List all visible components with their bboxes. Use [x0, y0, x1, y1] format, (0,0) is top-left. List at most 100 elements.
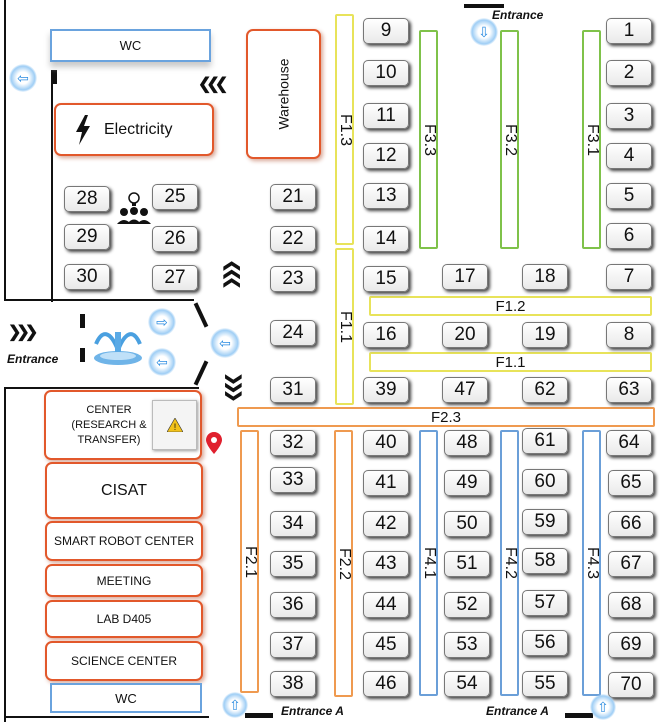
- arrow-icon: ⇨: [148, 308, 176, 336]
- booth-21[interactable]: 21: [270, 184, 316, 210]
- wall-horizontal-upper: [4, 299, 194, 301]
- wall-inner-vertical: [51, 70, 53, 302]
- booth-36[interactable]: 36: [270, 592, 316, 618]
- entrance-bottom-right-label: Entrance A: [486, 704, 549, 718]
- booth-67[interactable]: 67: [608, 551, 654, 577]
- booth-1[interactable]: 1: [606, 18, 652, 44]
- booth-40[interactable]: 40: [363, 430, 409, 456]
- warehouse-room: Warehouse: [246, 29, 321, 159]
- diag-wall-2: [193, 360, 209, 386]
- booth-44[interactable]: 44: [363, 592, 409, 618]
- booth-60[interactable]: 60: [522, 469, 568, 495]
- booth-27[interactable]: 27: [152, 265, 198, 291]
- booth-24[interactable]: 24: [270, 320, 316, 346]
- booth-61[interactable]: 61: [522, 428, 568, 454]
- booth-42[interactable]: 42: [363, 511, 409, 537]
- booth-46[interactable]: 46: [363, 671, 409, 697]
- booth-20[interactable]: 20: [442, 322, 488, 348]
- booth-39[interactable]: 39: [363, 377, 409, 403]
- booth-6[interactable]: 6: [606, 223, 652, 249]
- booth-28[interactable]: 28: [64, 186, 110, 212]
- booth-2[interactable]: 2: [606, 60, 652, 86]
- fountain-icon: [94, 332, 142, 365]
- diag-wall-1: [193, 302, 209, 328]
- booth-14[interactable]: 14: [363, 226, 409, 252]
- booth-70[interactable]: 70: [608, 672, 654, 698]
- door-bottom-right: [565, 713, 593, 718]
- wall-left-upper: [4, 0, 6, 300]
- booth-26[interactable]: 26: [152, 226, 198, 252]
- arrow-icon: ⇦: [210, 328, 240, 358]
- booth-11[interactable]: 11: [363, 103, 409, 129]
- booth-19[interactable]: 19: [522, 322, 568, 348]
- booth-17[interactable]: 17: [442, 264, 488, 290]
- booth-18[interactable]: 18: [522, 264, 568, 290]
- booth-35[interactable]: 35: [270, 551, 316, 577]
- booth-49[interactable]: 49: [444, 470, 490, 496]
- booth-57[interactable]: 57: [522, 590, 568, 616]
- corridor-f1-1-horizontal: F1.1: [369, 352, 652, 372]
- booth-23[interactable]: 23: [270, 266, 316, 292]
- booth-37[interactable]: 37: [270, 632, 316, 658]
- booth-8[interactable]: 8: [606, 322, 652, 348]
- people-idea-icon: [117, 192, 151, 224]
- booth-54[interactable]: 54: [444, 671, 490, 697]
- booth-16[interactable]: 16: [363, 322, 409, 348]
- door-left-3: [80, 348, 85, 362]
- booth-33[interactable]: 33: [270, 467, 316, 493]
- booth-22[interactable]: 22: [270, 226, 316, 252]
- booth-3[interactable]: 3: [606, 103, 652, 129]
- lightning-icon: [76, 114, 90, 145]
- booth-53[interactable]: 53: [444, 632, 490, 658]
- location-pin-icon: [206, 432, 222, 454]
- booth-48[interactable]: 48: [444, 430, 490, 456]
- booth-51[interactable]: 51: [444, 551, 490, 577]
- booth-4[interactable]: 4: [606, 143, 652, 169]
- center-room: CENTER (RESEARCH & TRANSFER) !: [44, 390, 202, 460]
- booth-59[interactable]: 59: [522, 509, 568, 535]
- corridor-f1-3: F1.3: [335, 14, 354, 245]
- booth-45[interactable]: 45: [363, 632, 409, 658]
- booth-47[interactable]: 47: [442, 377, 488, 403]
- booth-7[interactable]: 7: [606, 264, 652, 290]
- booth-66[interactable]: 66: [608, 511, 654, 537]
- booth-31[interactable]: 31: [270, 377, 316, 403]
- booth-56[interactable]: 56: [522, 630, 568, 656]
- booth-41[interactable]: 41: [363, 470, 409, 496]
- arrow-icon: ⇦: [9, 64, 37, 92]
- wall-horizontal-lower: [4, 387, 199, 389]
- corridor-f1-2: F1.2: [369, 296, 652, 316]
- booth-55[interactable]: 55: [522, 671, 568, 697]
- booth-62[interactable]: 62: [522, 377, 568, 403]
- corridor-f2-1: F2.1: [240, 430, 259, 693]
- booth-43[interactable]: 43: [363, 551, 409, 577]
- booth-25[interactable]: 25: [152, 184, 198, 210]
- booth-32[interactable]: 32: [270, 430, 316, 456]
- booth-52[interactable]: 52: [444, 592, 490, 618]
- booth-58[interactable]: 58: [522, 548, 568, 574]
- booth-38[interactable]: 38: [270, 671, 316, 697]
- chevron-icon: ❮❮❮: [224, 377, 242, 403]
- chevron-icon: ❯❯❯: [8, 324, 38, 341]
- corridor-f1-1-vertical: F1.1: [335, 248, 354, 405]
- booth-10[interactable]: 10: [363, 60, 409, 86]
- booth-65[interactable]: 65: [608, 470, 654, 496]
- booth-29[interactable]: 29: [64, 224, 110, 250]
- booth-68[interactable]: 68: [608, 592, 654, 618]
- wall-left-lower: [4, 388, 6, 722]
- booth-13[interactable]: 13: [363, 183, 409, 209]
- booth-64[interactable]: 64: [606, 430, 652, 456]
- booth-9[interactable]: 9: [363, 18, 409, 44]
- booth-34[interactable]: 34: [270, 511, 316, 537]
- booth-30[interactable]: 30: [64, 264, 110, 290]
- booth-15[interactable]: 15: [363, 266, 409, 292]
- booth-63[interactable]: 63: [606, 377, 652, 403]
- booth-12[interactable]: 12: [363, 143, 409, 169]
- meeting-room: MEETING: [45, 564, 203, 597]
- entrance-top-label: Entrance: [492, 8, 544, 22]
- booth-5[interactable]: 5: [606, 183, 652, 209]
- lab-room: LAB D405: [45, 600, 203, 638]
- svg-text:!: !: [173, 422, 176, 432]
- booth-69[interactable]: 69: [608, 632, 654, 658]
- booth-50[interactable]: 50: [444, 511, 490, 537]
